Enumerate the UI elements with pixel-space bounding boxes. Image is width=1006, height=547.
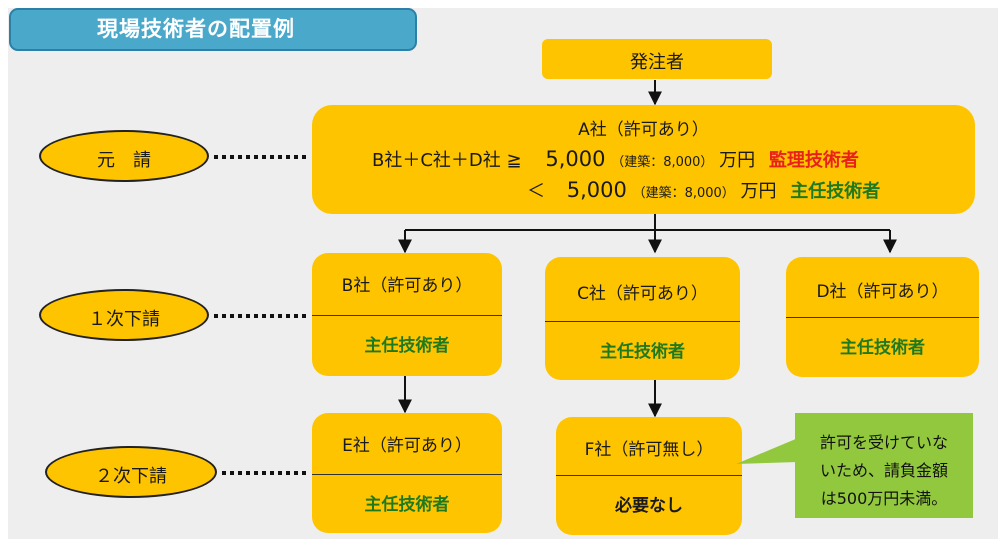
- company-a-name: A社（許可あり）: [578, 120, 709, 140]
- company-f-role: 必要なし: [615, 496, 683, 516]
- company-e-box: E社（許可あり） 主任技術者: [312, 413, 502, 533]
- company-b-box: B社（許可あり） 主任技術者: [312, 253, 502, 376]
- note-line-3: は500万円未満。: [820, 489, 948, 508]
- rule1-left: B社＋C社＋D社 ≧: [372, 150, 522, 171]
- company-c-divider: [545, 321, 740, 322]
- rule1-amount: 5,000: [545, 147, 606, 171]
- company-f-divider: [556, 475, 742, 476]
- company-a-rule1: B社＋C社＋D社 ≧ 5,000 （建築：8,000） 万円 監理技術者: [372, 146, 859, 172]
- level-second-sub: ２次下請: [45, 446, 217, 498]
- note-line-1: 許可を受けていな: [819, 433, 948, 452]
- orderer-label: 発注者: [630, 52, 684, 73]
- company-e-divider: [312, 474, 502, 475]
- company-d-name: D社（許可あり）: [816, 282, 949, 302]
- company-f-box: F社（許可無し） 必要なし: [556, 417, 742, 535]
- note-callout-tail: [736, 438, 798, 464]
- orderer-box: 発注者: [542, 39, 772, 79]
- company-b-role: 主任技術者: [364, 336, 450, 356]
- company-b-name: B社（許可あり）: [341, 276, 473, 296]
- company-d-role: 主任技術者: [840, 338, 925, 358]
- level-first-sub: １次下請: [39, 289, 209, 341]
- company-f-name: F社（許可無し）: [584, 440, 714, 460]
- company-e-role: 主任技術者: [364, 495, 450, 515]
- note-line-2: いため、請負金額: [819, 461, 948, 480]
- rule2-op: ＜: [527, 181, 545, 202]
- note-callout: 許可を受けていな いため、請負金額 は500万円未満。: [795, 413, 973, 518]
- company-b-divider: [312, 315, 502, 316]
- rule1-note: （建築：8,000）: [611, 155, 714, 170]
- rule2-amount: 5,000: [566, 178, 627, 202]
- company-c-box: C社（許可あり） 主任技術者: [545, 257, 740, 380]
- rule2-unit: 万円: [740, 181, 777, 202]
- company-e-name: E社（許可あり）: [342, 436, 472, 456]
- level-second-sub-label: ２次下請: [95, 466, 167, 487]
- level-first-sub-label: １次下請: [88, 309, 160, 330]
- company-d-box: D社（許可あり） 主任技術者: [786, 257, 979, 377]
- rule2-role: 主任技術者: [790, 181, 881, 202]
- company-a-rule2: ＜ 5,000 （建築：8,000） 万円 主任技術者: [527, 177, 880, 203]
- diagram-title: 現場技術者の配置例: [9, 8, 417, 51]
- rule1-unit: 万円: [719, 150, 756, 171]
- company-a-box: A社（許可あり） B社＋C社＋D社 ≧ 5,000 （建築：8,000） 万円 …: [312, 105, 975, 214]
- company-c-role: 主任技術者: [600, 342, 685, 362]
- rule1-role: 監理技術者: [768, 150, 859, 171]
- company-d-divider: [786, 317, 979, 318]
- level-prime: 元 請: [39, 130, 209, 182]
- company-c-name: C社（許可あり）: [577, 284, 708, 304]
- rule2-note: （建築：8,000）: [632, 186, 735, 201]
- level-prime-label: 元 請: [97, 150, 151, 171]
